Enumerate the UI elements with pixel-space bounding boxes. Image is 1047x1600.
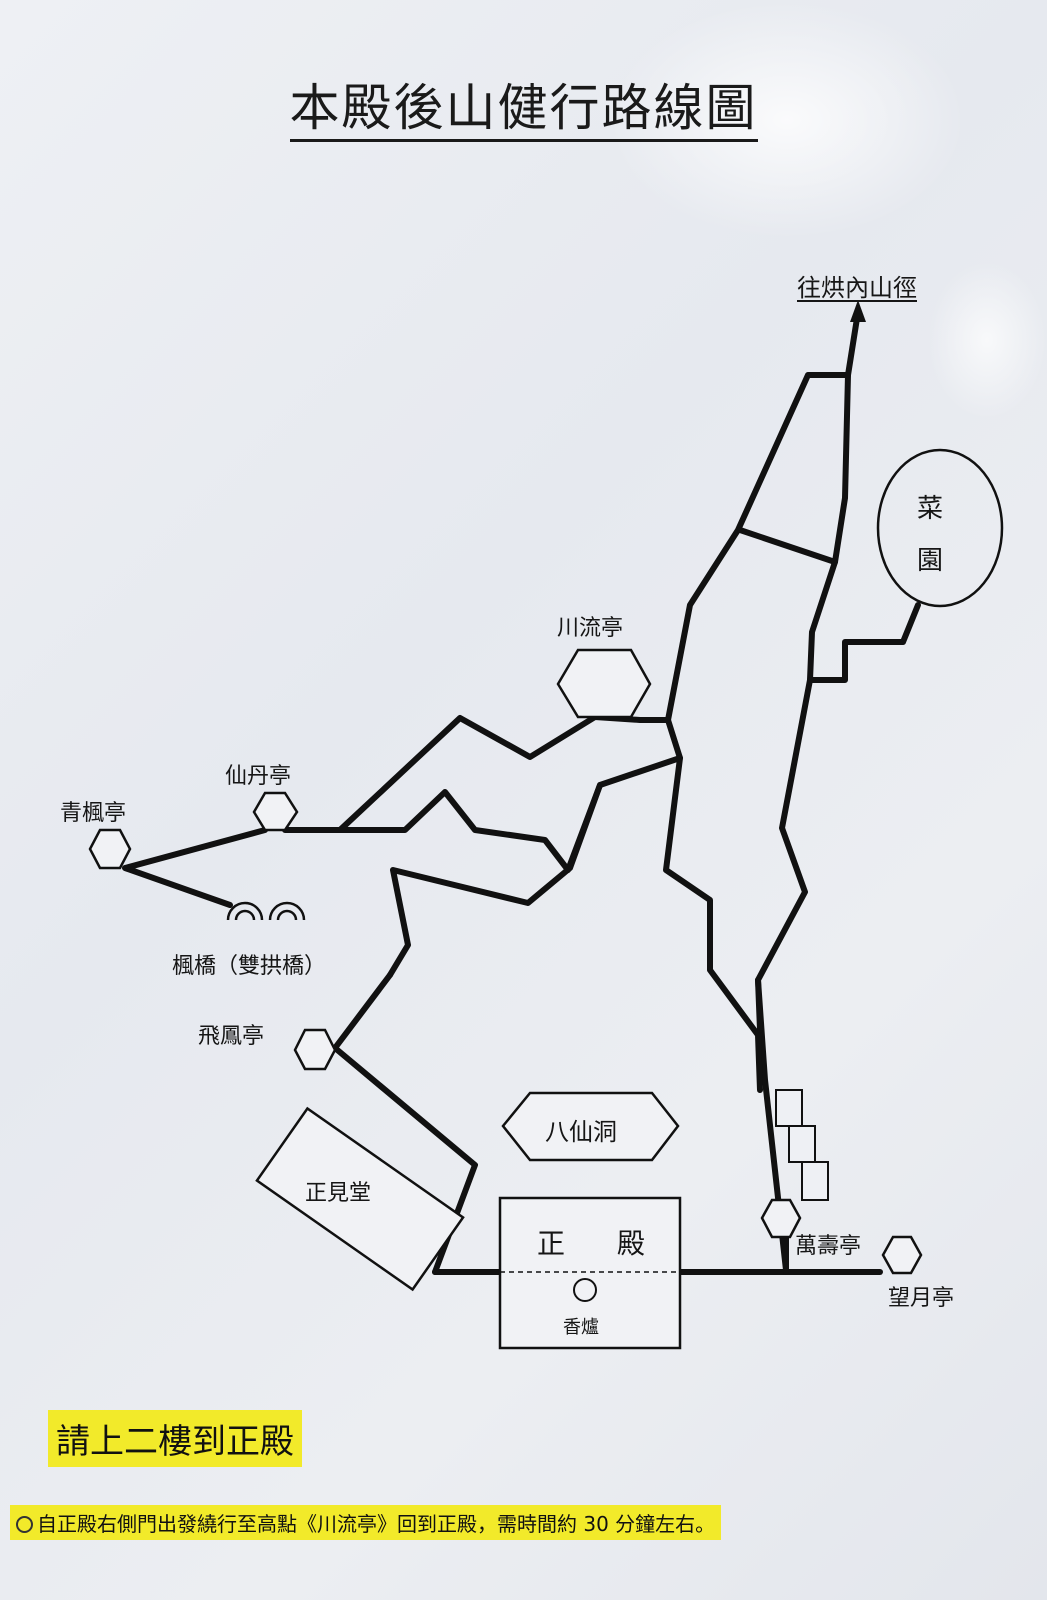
qingfeng-pavilion-icon	[88, 828, 132, 870]
zhengjian-hall-label: 正見堂	[305, 1181, 372, 1206]
wangyue-pavilion-icon	[881, 1235, 923, 1275]
trail-line	[807, 602, 921, 683]
trail-line	[663, 717, 763, 1093]
incense-burner-icon	[573, 1278, 597, 1302]
baxian-cave-icon	[501, 1091, 680, 1162]
glare	[927, 260, 1047, 420]
notice-banner: 請上二樓到正殿	[48, 1410, 302, 1467]
trail-line	[387, 782, 603, 978]
trail-line	[665, 372, 851, 723]
incense-burner-label: 香爐	[563, 1317, 599, 1338]
main-hall-label-right: 殿	[617, 1227, 646, 1260]
maple-bridge-icon	[226, 901, 306, 921]
direction-label: 往烘內山徑	[797, 274, 917, 302]
footnote-text: 自正殿右側門出發繞行至高點《川流亭》回到正殿，需時間約 30 分鐘左右。	[37, 1512, 716, 1536]
wanshou-pavilion-label: 萬壽亭	[795, 1234, 862, 1259]
trail-line	[122, 827, 268, 908]
glare	[607, 0, 967, 240]
footnote: 自正殿右側門出發繞行至高點《川流亭》回到正殿，需時間約 30 分鐘左右。	[10, 1505, 722, 1540]
wanshou-pavilion-icon	[760, 1198, 802, 1239]
map-title: 本殿後山健行路線圖	[0, 68, 1047, 142]
garden-label-top: 菜	[917, 494, 944, 524]
trail-line	[337, 714, 671, 833]
qingfeng-pavilion-label: 青楓亭	[60, 801, 127, 826]
garden-label-bottom: 園	[917, 546, 944, 576]
xiandan-pavilion-icon	[252, 791, 299, 832]
trail-line	[282, 755, 683, 873]
baxian-cave-label: 八仙洞	[545, 1118, 617, 1146]
garden-ellipse	[876, 448, 1004, 608]
main-hall-label-left: 正	[537, 1227, 566, 1260]
maple-bridge-label: 楓橋（雙拱橋）	[172, 954, 327, 979]
xiandan-pavilion-label: 仙丹亭	[225, 764, 292, 789]
trail-line	[755, 977, 763, 1033]
trail-line	[845, 309, 861, 378]
bullet-icon	[16, 1516, 33, 1533]
zhengjian-hall-icon	[255, 1106, 465, 1292]
north-arrow-icon	[850, 300, 866, 322]
trail-line	[737, 527, 838, 565]
wangyue-pavilion-label: 望月亭	[888, 1286, 955, 1311]
feifeng-pavilion-label: 飛鳳亭	[198, 1024, 265, 1049]
main-hall-icon	[498, 1196, 682, 1350]
stairs-icon	[775, 1089, 829, 1201]
chuanliu-pavilion-icon	[556, 648, 652, 719]
chuanliu-pavilion-label: 川流亭	[557, 616, 624, 641]
feifeng-pavilion-icon	[293, 1028, 337, 1071]
